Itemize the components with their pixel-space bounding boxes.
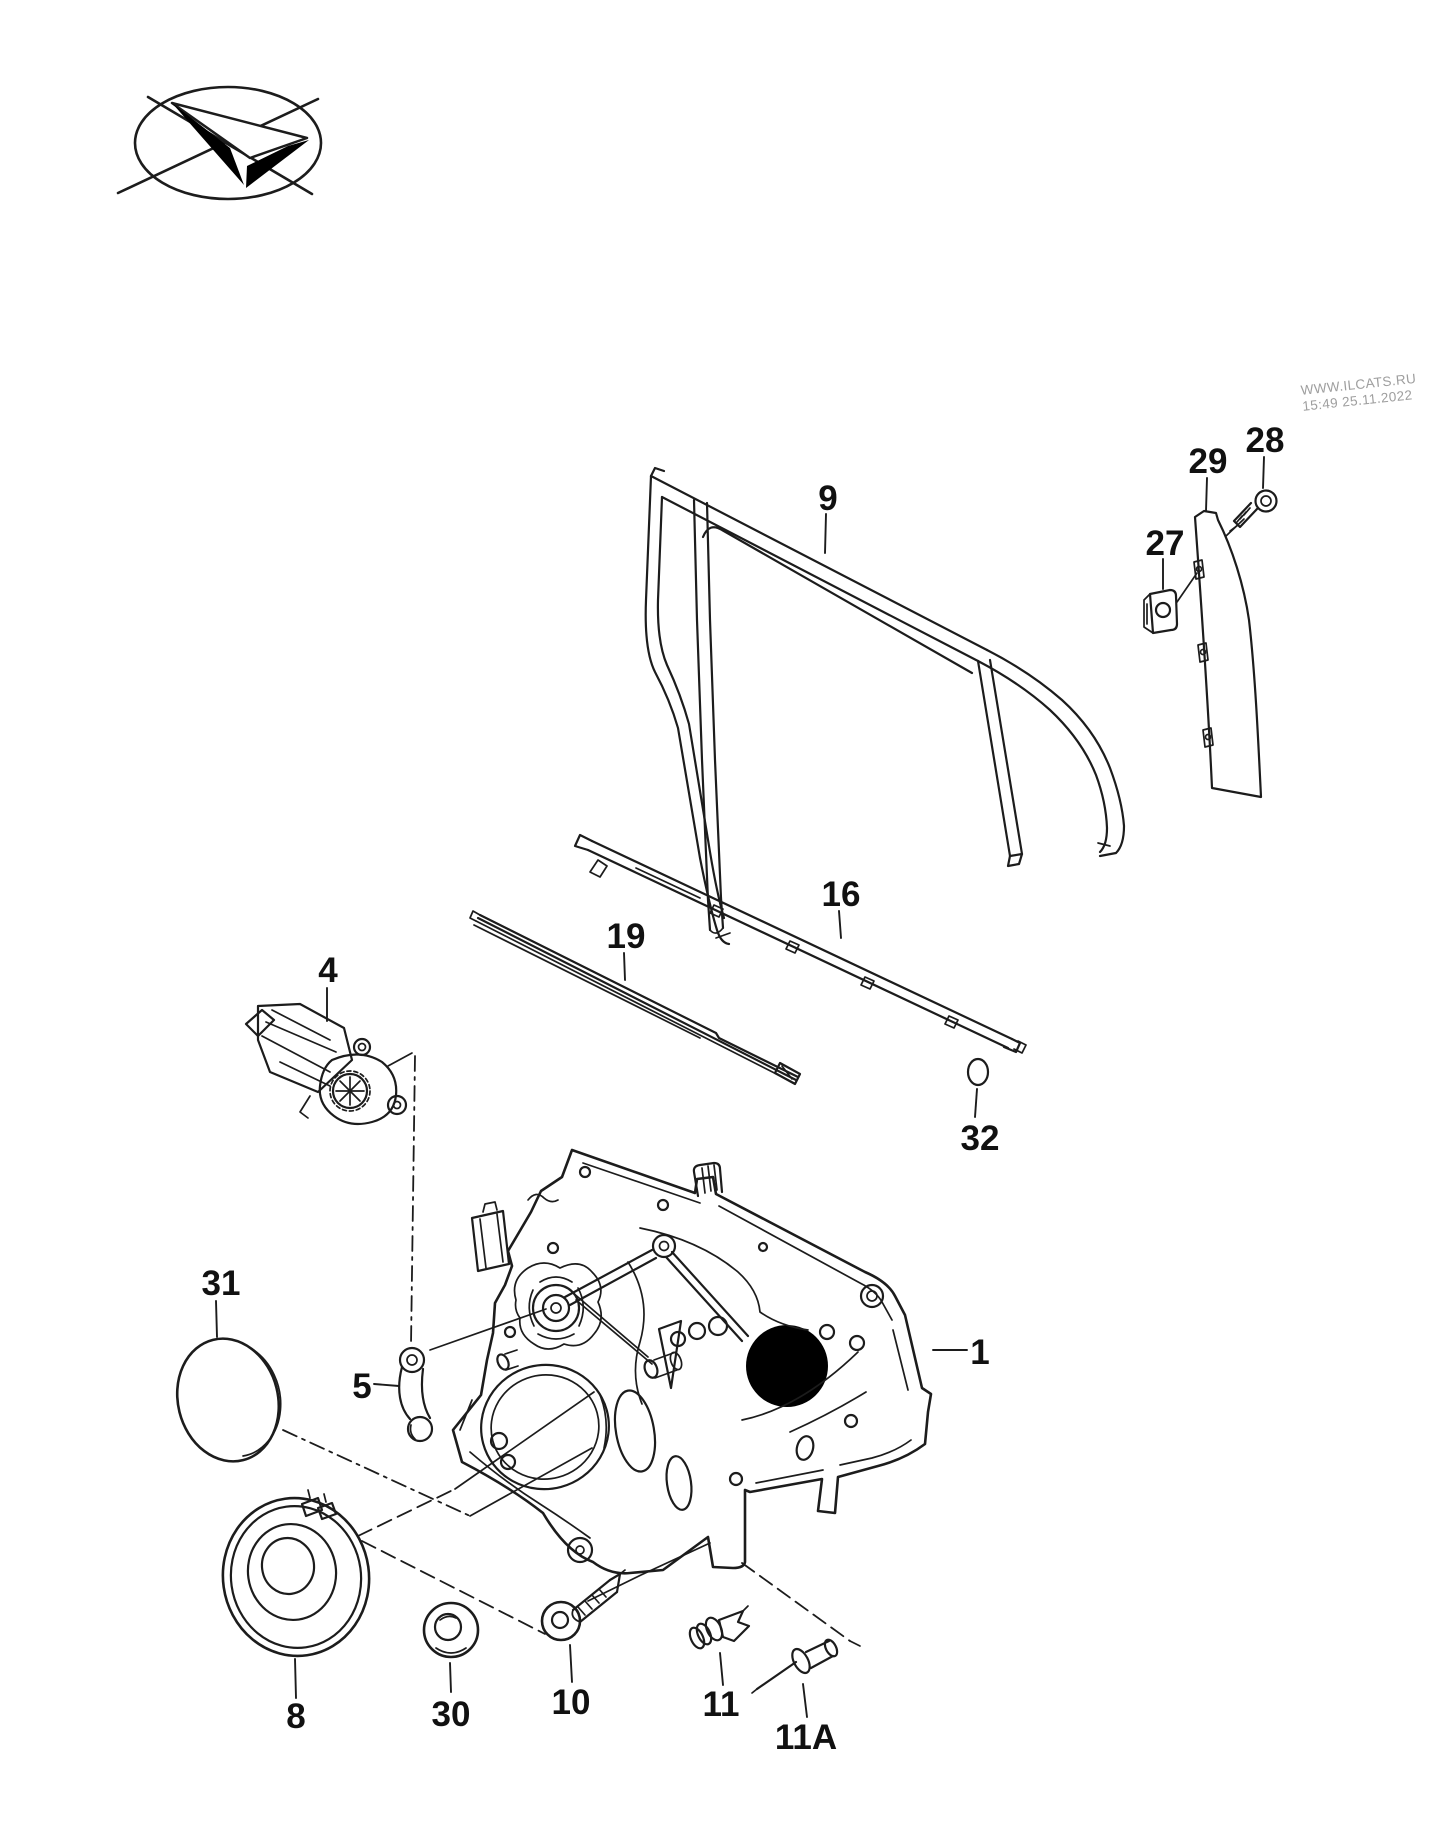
part-label-8[interactable]: 8 — [286, 1697, 305, 1736]
part-leader-16 — [838, 910, 842, 939]
part-label-30[interactable]: 30 — [432, 1695, 471, 1734]
part-leader-11 — [719, 1652, 724, 1686]
part-plug: 32 — [961, 1057, 1000, 1158]
part-grommet: 30 — [422, 1601, 480, 1734]
part-label-11[interactable]: 11 — [703, 1685, 740, 1724]
part-label-16[interactable]: 16 — [822, 875, 861, 914]
part-leader-8 — [294, 1658, 297, 1699]
part-expanding-clip: 11 — [688, 1605, 751, 1724]
part-leader-32 — [974, 1088, 978, 1118]
part-leader-30 — [449, 1662, 452, 1693]
part-window-guide-frame: 9 — [644, 466, 1126, 946]
part-inner-window-slot-seal: 19 — [469, 910, 802, 1086]
part-label-5[interactable]: 5 — [352, 1367, 371, 1406]
part-loudspeaker: 8 — [221, 1489, 371, 1736]
part-label-19[interactable]: 19 — [607, 917, 646, 956]
part-leader-11A — [802, 1683, 808, 1718]
part-label-32[interactable]: 32 — [961, 1119, 1000, 1158]
part-crank-arm: 5 — [352, 1308, 547, 1443]
part-label-1[interactable]: 1 — [970, 1333, 989, 1372]
part-label-11A[interactable]: 11A — [775, 1718, 837, 1757]
part-leader-9 — [824, 513, 827, 554]
blacked-out-area — [746, 1325, 828, 1407]
part-leader-31 — [215, 1300, 218, 1338]
assembly-reference-lines — [282, 1391, 861, 1647]
part-window-regulator-motor: 4 — [244, 951, 416, 1346]
part-leader-29 — [1205, 477, 1208, 512]
part-leader-5 — [373, 1383, 400, 1387]
part-label-4[interactable]: 4 — [318, 951, 338, 990]
part-leader-28 — [1262, 456, 1265, 489]
part-label-9[interactable]: 9 — [818, 479, 837, 518]
part-cover-cap: 31 — [175, 1264, 282, 1463]
part-outer-window-slot-seal: 16 — [573, 833, 1027, 1054]
part-pop-rivet: 11A — [751, 1638, 839, 1757]
part-label-29[interactable]: 29 — [1189, 442, 1228, 481]
part-leader-19 — [623, 952, 626, 981]
part-leader-10 — [569, 1644, 573, 1683]
part-screw: 10 — [540, 1569, 626, 1722]
part-label-27[interactable]: 27 — [1146, 524, 1185, 563]
part-label-31[interactable]: 31 — [202, 1264, 241, 1303]
part-label-10[interactable]: 10 — [552, 1683, 591, 1722]
part-trim-screw: 28 — [1225, 421, 1285, 537]
motor-alignment-line — [410, 1055, 416, 1346]
part-door-panel-carrier: 1 — [451, 1148, 990, 1575]
brand-logo-icon — [116, 85, 323, 201]
part-trim-clip: 27 — [1143, 524, 1198, 635]
part-label-28[interactable]: 28 — [1246, 421, 1285, 460]
part-b-pillar-trim: 29 — [1189, 442, 1263, 799]
